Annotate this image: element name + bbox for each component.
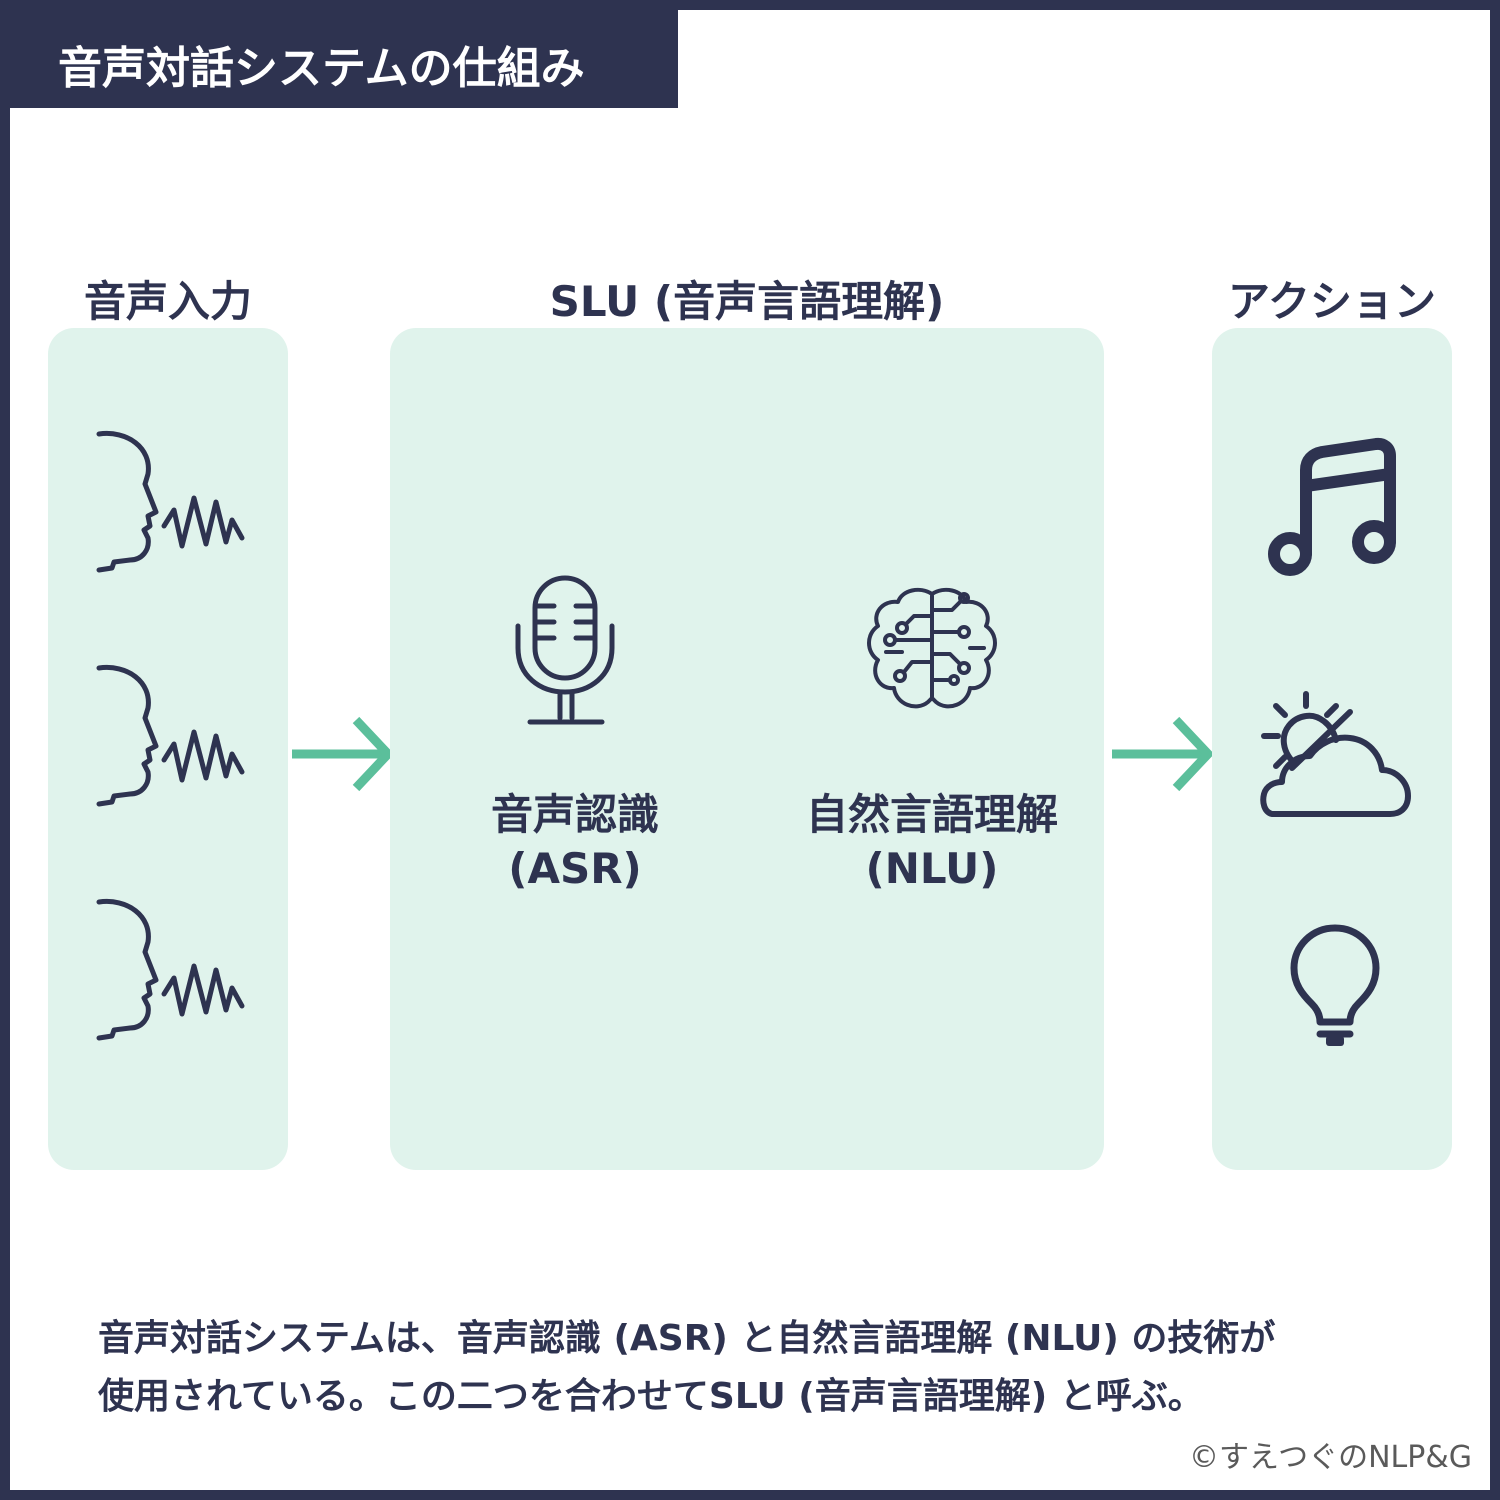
flow-arrow-input-to-slu bbox=[292, 716, 394, 792]
action-panel bbox=[1212, 328, 1452, 1170]
light-bulb-icon bbox=[1290, 924, 1380, 1046]
weather-sun-cloud-icon bbox=[1260, 691, 1411, 817]
asr-label-line2: (ASR) bbox=[508, 844, 642, 893]
caption-line1: 音声対話システムは、音声認識 (ASR) と自然言語理解 (NLU) の技術が bbox=[98, 1318, 1276, 1359]
speaking-head-icon bbox=[96, 664, 245, 807]
slu-section-label: SLU (音声言語理解) bbox=[549, 277, 945, 326]
copyright-text: ©すえつぐのNLP&G bbox=[1189, 1440, 1472, 1475]
input-section-label: 音声入力 bbox=[83, 277, 252, 326]
speaking-head-icon bbox=[96, 898, 245, 1041]
nlu-label-line2: (NLU) bbox=[865, 844, 999, 893]
microphone-icon bbox=[515, 575, 615, 725]
asr-label: 音声認識 (ASR) bbox=[440, 788, 710, 896]
speaking-head-icon bbox=[96, 430, 245, 573]
music-note-icon bbox=[1268, 437, 1396, 576]
page-title: 音声対話システムの仕組み bbox=[58, 43, 585, 94]
diagram-frame: 音声対話システムの仕組み 音声入力 SLU (音声言語理解) アクション bbox=[10, 10, 1490, 1490]
nlu-label-line1: 自然言語理解 bbox=[805, 790, 1058, 839]
asr-label-line1: 音声認識 bbox=[490, 790, 659, 839]
circuit-brain-icon bbox=[867, 587, 997, 709]
slu-panel bbox=[390, 328, 1104, 1170]
nlu-label: 自然言語理解 (NLU) bbox=[770, 788, 1094, 896]
caption-line2: 使用されている。この二つを合わせてSLU (音声言語理解) と呼ぶ。 bbox=[98, 1376, 1204, 1417]
caption: 音声対話システムは、音声認識 (ASR) と自然言語理解 (NLU) の技術が … bbox=[98, 1310, 1275, 1426]
action-section-label: アクション bbox=[1228, 277, 1436, 326]
title-bar: 音声対話システムの仕組み bbox=[10, 10, 678, 108]
flow-arrow-slu-to-action bbox=[1112, 716, 1214, 792]
